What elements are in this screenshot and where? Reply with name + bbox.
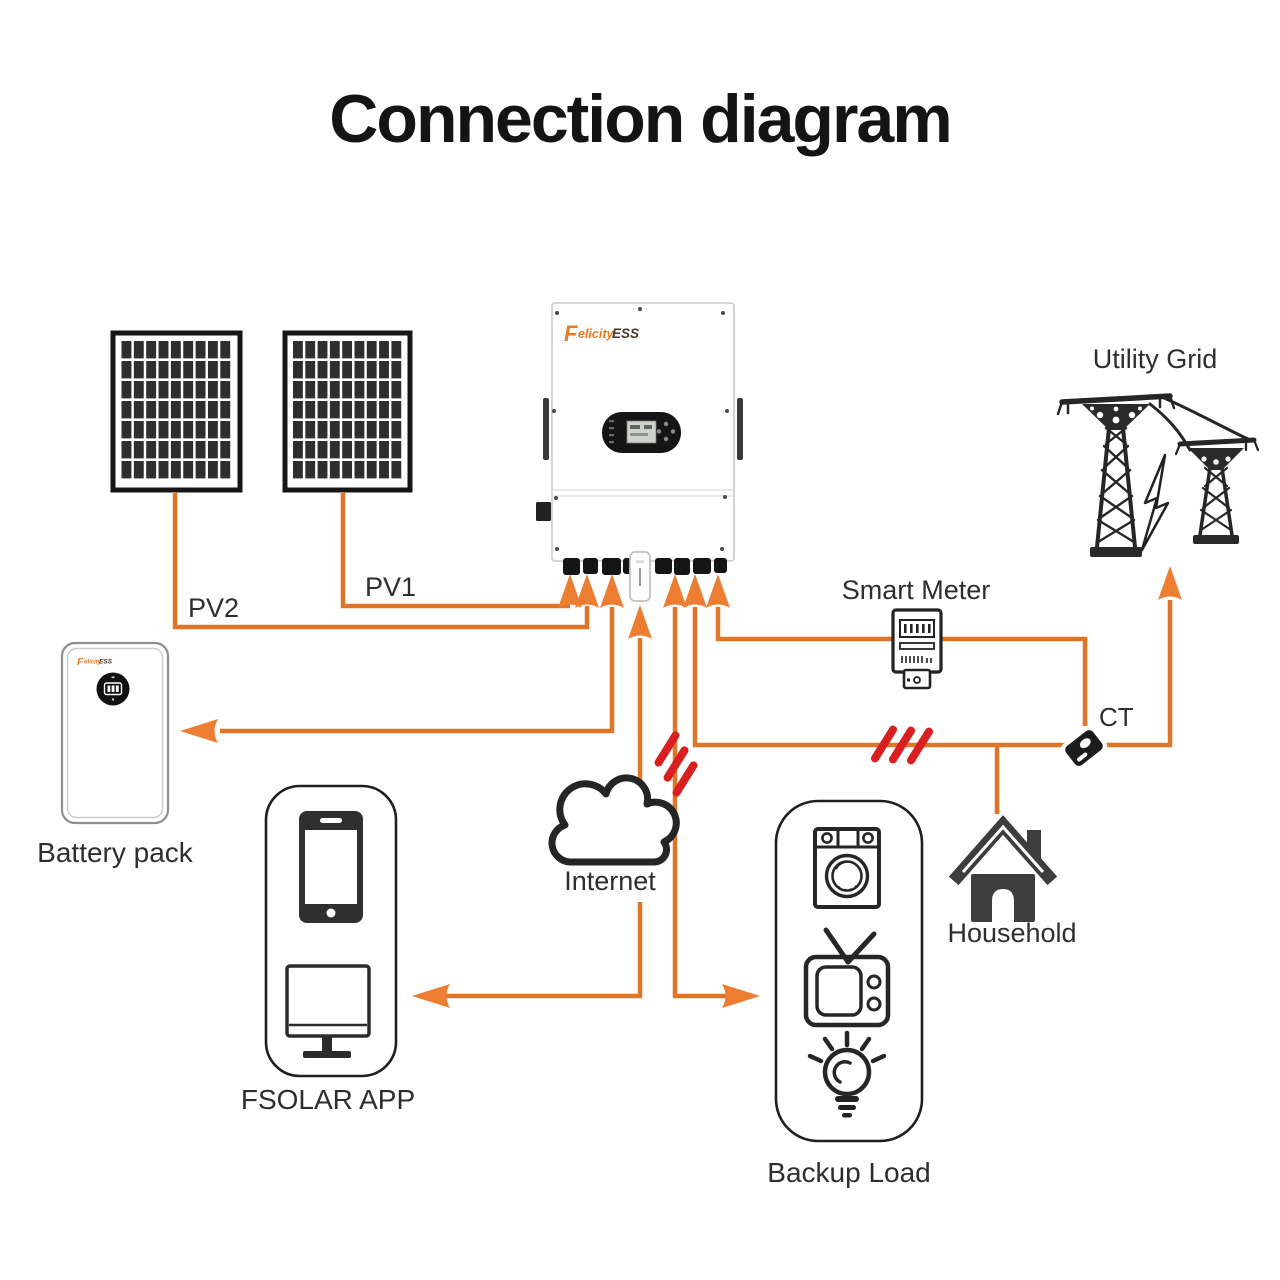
battery-pack-icon: F elicity ESS [60, 641, 170, 825]
inverter-screws [552, 307, 729, 556]
arrow-to-backup-load [722, 984, 760, 1008]
wifi-dongle-icon [629, 551, 651, 602]
battery-logo-end: ESS [99, 659, 113, 666]
inverter-display-panel [602, 412, 681, 453]
inverter-right-vent [737, 398, 743, 460]
wire-pv1 [340, 492, 570, 609]
arrow-grid-line-to-inverter [683, 574, 707, 608]
inverter-icon: F elicity ESS [536, 302, 743, 602]
arrow-to-fsolar-app [412, 984, 450, 1008]
light-bulb-icon [807, 1030, 887, 1118]
label-battery-pack: Battery pack [37, 837, 194, 868]
monitor-icon [285, 964, 371, 1058]
fsolar-app-box [264, 784, 398, 1078]
arrow-to-utility-grid [1158, 566, 1182, 600]
disconnect-slashes-horizontal [870, 725, 934, 765]
wire-pv2 [172, 492, 590, 630]
arrowheads [180, 566, 1182, 1008]
wire-internet-app [445, 902, 643, 999]
label-utility-grid: Utility Grid [1093, 344, 1218, 374]
battery-display [96, 672, 130, 706]
arrow-pv2-to-inverter [575, 574, 599, 608]
arrow-battery-to-inverter [600, 574, 624, 608]
label-internet: Internet [564, 866, 656, 896]
inverter-side-port [536, 502, 551, 521]
page-title: Connection diagram [329, 81, 950, 157]
tv-icon [803, 927, 891, 1028]
solar-panel-icon-right [282, 330, 413, 493]
inverter-connectors [563, 558, 727, 575]
wire-battery [220, 607, 615, 734]
washing-machine-icon [813, 827, 881, 909]
utility-grid-icon [1056, 393, 1260, 557]
arrow-internet-to-inverter [628, 605, 652, 639]
arrow-to-battery [180, 719, 218, 743]
household-icon [948, 815, 1058, 922]
battery-logo-mid: elicity [84, 660, 102, 666]
label-household: Household [947, 918, 1076, 948]
label-fsolar-app: FSOLAR APP [241, 1084, 415, 1115]
solar-panel-icon-left [110, 330, 243, 493]
label-backup-load: Backup Load [767, 1157, 930, 1188]
inverter-buttons [656, 421, 676, 442]
label-pv1: PV1 [365, 572, 416, 602]
smart-meter-icon [891, 608, 943, 690]
ct-clamp-icon [1060, 725, 1108, 771]
inverter-lcd [626, 420, 657, 444]
inverter-left-vent [543, 398, 549, 460]
internet-cloud-icon [548, 774, 680, 866]
arrow-backup-line-to-inverter [663, 574, 687, 608]
wire-backup [672, 607, 726, 999]
backup-load-box [774, 799, 924, 1143]
arrow-meter-line-to-inverter [706, 574, 730, 608]
inverter-logo-f: F [564, 321, 578, 346]
label-smart-meter: Smart Meter [842, 575, 991, 605]
smartphone-icon [299, 811, 363, 923]
inverter-logo-mid: elicity [578, 327, 614, 341]
disconnect-slashes-vertical [654, 731, 698, 797]
battery-logo-f: F [77, 657, 84, 668]
arrow-pv1-to-inverter [558, 574, 582, 608]
label-pv2: PV2 [188, 593, 239, 623]
wire-grid-ct [692, 600, 1173, 748]
lightning-bolt-icon [1140, 453, 1170, 552]
inverter-logo-end: ESS [612, 326, 639, 341]
label-ct: CT [1099, 702, 1134, 732]
